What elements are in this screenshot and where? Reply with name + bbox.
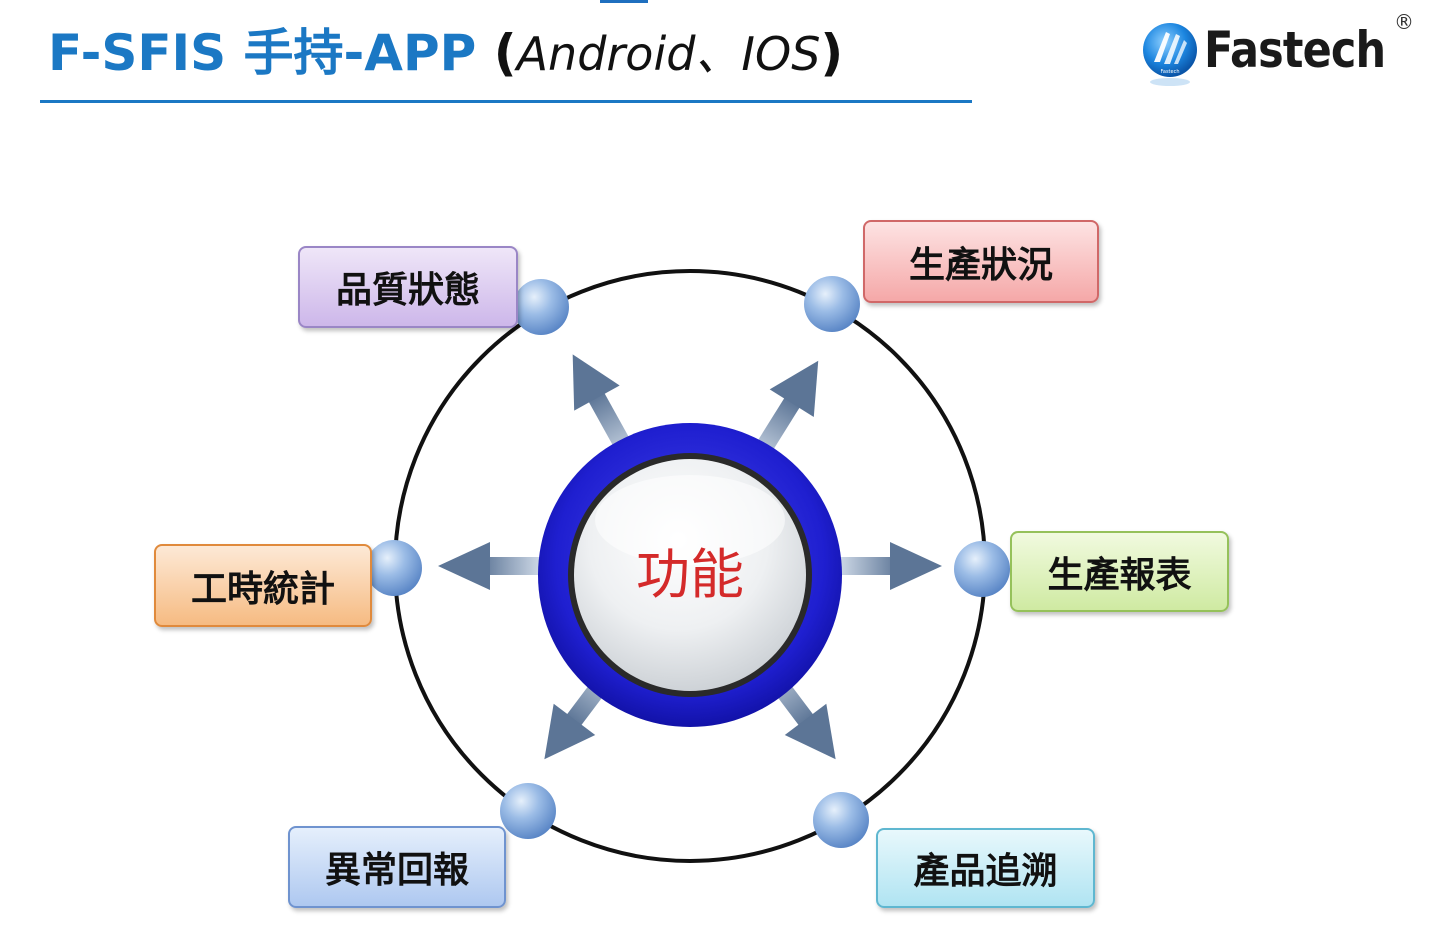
node-ball-quality: [513, 279, 569, 335]
node-ball-hours: [366, 540, 422, 596]
title-main: F-SFIS 手持-APP: [48, 24, 477, 82]
arrow-to-hours: [438, 542, 540, 590]
center-label: 功能: [636, 543, 744, 606]
arrow-to-report: [840, 542, 942, 590]
title-platforms: Android、IOS: [516, 27, 821, 81]
center-disc-highlight: [595, 475, 785, 565]
fastech-logo-text: Fastech: [1204, 21, 1386, 79]
page-title: F-SFIS 手持-APP (Android、IOS): [48, 18, 843, 88]
top-accent-bar: [600, 0, 648, 3]
node-work-hours: 工時統計: [154, 544, 372, 627]
node-quality-status: 品質狀態: [298, 246, 518, 328]
title-paren-close: ): [820, 24, 844, 82]
registered-mark: ®: [1394, 10, 1414, 34]
fastech-logo-icon: Fastech: [1143, 23, 1197, 86]
fastech-logo: Fastech Fastech ®: [1138, 10, 1428, 92]
node-ball-exception: [500, 783, 556, 839]
title-underline: [40, 100, 972, 103]
node-production-status: 生產狀況: [863, 220, 1099, 303]
fastech-logo-mark-text: Fastech: [1160, 69, 1179, 75]
node-exception-report: 異常回報: [288, 826, 506, 908]
node-ball-trace: [813, 792, 869, 848]
node-ball-report: [954, 541, 1010, 597]
title-paren-open: (: [493, 24, 517, 82]
node-production-report: 生產報表: [1010, 531, 1229, 612]
node-product-trace: 產品追溯: [876, 828, 1095, 908]
node-ball-production: [804, 276, 860, 332]
